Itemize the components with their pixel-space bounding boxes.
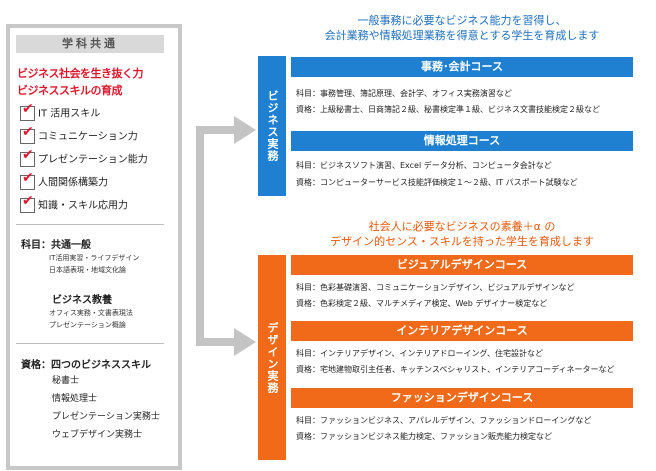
course-header-visual: ビジュアルデザインコース <box>291 255 633 275</box>
design-category-bar: デザイン実務 <box>258 255 286 460</box>
qualification-item: 秘書士 <box>52 376 80 386</box>
common-panel-header: 学科共通 <box>16 35 164 53</box>
qualification-item: プレゼンテーション実務士 <box>52 412 160 422</box>
divider <box>16 343 164 344</box>
design-headline: 社会人に必要なビジネスの素養＋α の デザイン的センス・スキルを持った学生を育成… <box>330 220 594 248</box>
qualification-item: ウェブデザイン実務士 <box>52 430 143 440</box>
course-header-info: 情報処理コース <box>291 131 633 151</box>
qualification-list: 秘書士 情報処理士 プレゼンテーション実務士 ウェブデザイン実務士 <box>52 372 160 444</box>
subjects-title: 科目：共通一般 <box>21 240 91 251</box>
course-subjects: 科目：インテリアデザイン、インテリアドローイング、住宅設計など <box>296 349 543 358</box>
checkmark-icon <box>20 101 35 121</box>
checkmark-icon <box>20 193 35 213</box>
biz-culture-line1: オフィス実務・文書表現法 <box>49 309 133 317</box>
skill-list: IT 活用スキル コミュニケーション力 プレゼンテーション能力 人間関係構築力 … <box>20 101 148 214</box>
common-title-line2: ビジネススキルの育成 <box>17 84 123 97</box>
skill-item: コミュニケーション力 <box>20 124 148 145</box>
qualification-item: 情報処理士 <box>52 394 98 404</box>
business-headline: 一般事務に必要なビジネス能力を習得し、 会計業務や情報処理業務を得意とする学生を… <box>324 14 600 42</box>
course-qualifications: 資格：色彩検定２級、マルチメディア検定、Web デザイナー検定など <box>296 299 548 308</box>
course-subjects: 科目：事務管理、簿記原理、会計学、オフィス実務演習など <box>296 89 512 98</box>
divider <box>16 224 164 225</box>
course-qualifications: 資格：コンピューターサービス技能評価検定１〜２級、IT パスポート試験など <box>296 178 578 187</box>
course-header-interior: インテリアデザインコース <box>291 321 633 341</box>
biz-culture-title: ビジネス教養 <box>52 295 112 306</box>
course-qualifications: 資格：宅地建物取引主任者、キッチンスペシャリスト、インテリアコーディネーターなど <box>296 365 615 374</box>
checkmark-icon <box>20 170 35 190</box>
skill-item: 知識・スキル応用力 <box>20 193 148 214</box>
skill-item: プレゼンテーション能力 <box>20 147 148 168</box>
checkmark-icon <box>20 124 35 144</box>
business-category-bar: ビジネス実務 <box>258 56 286 196</box>
qualification-title: 資格：四つのビジネススキル <box>21 360 151 371</box>
course-header-fashion: ファッションデザインコース <box>291 388 633 408</box>
common-title-line1: ビジネス社会を生き抜く力 <box>17 67 144 80</box>
biz-culture-line2: プレゼンテーション概論 <box>49 321 126 329</box>
skill-item: IT 活用スキル <box>20 101 148 122</box>
course-subjects: 科目：ファッションビジネス、アパレルデザイン、ファッションドローイングなど <box>296 416 592 425</box>
course-subjects: 科目：ビジネスソフト演習、Excel データ分析、コンピュータ会計など <box>296 161 552 170</box>
subjects-line2: 日本語表現・地域文化論 <box>49 266 126 274</box>
course-qualifications: 資格：上級秘書士、日商簿記２級、秘書検定準１級、ビジネス文書技能検定２級など <box>296 105 600 114</box>
skill-item: 人間関係構築力 <box>20 170 148 191</box>
course-header-accounting: 事務･会計コース <box>291 57 633 77</box>
course-subjects: 科目：色彩基礎演習、コミュニケーションデザイン、ビジュアルデザインなど <box>296 283 575 292</box>
course-qualifications: 資格：ファッションビジネス能力検定、ファッション販売能力検定など <box>296 432 552 441</box>
common-panel <box>6 24 182 470</box>
checkmark-icon <box>20 147 35 167</box>
subjects-line1: IT活用実習・ライフデザイン <box>49 254 140 262</box>
